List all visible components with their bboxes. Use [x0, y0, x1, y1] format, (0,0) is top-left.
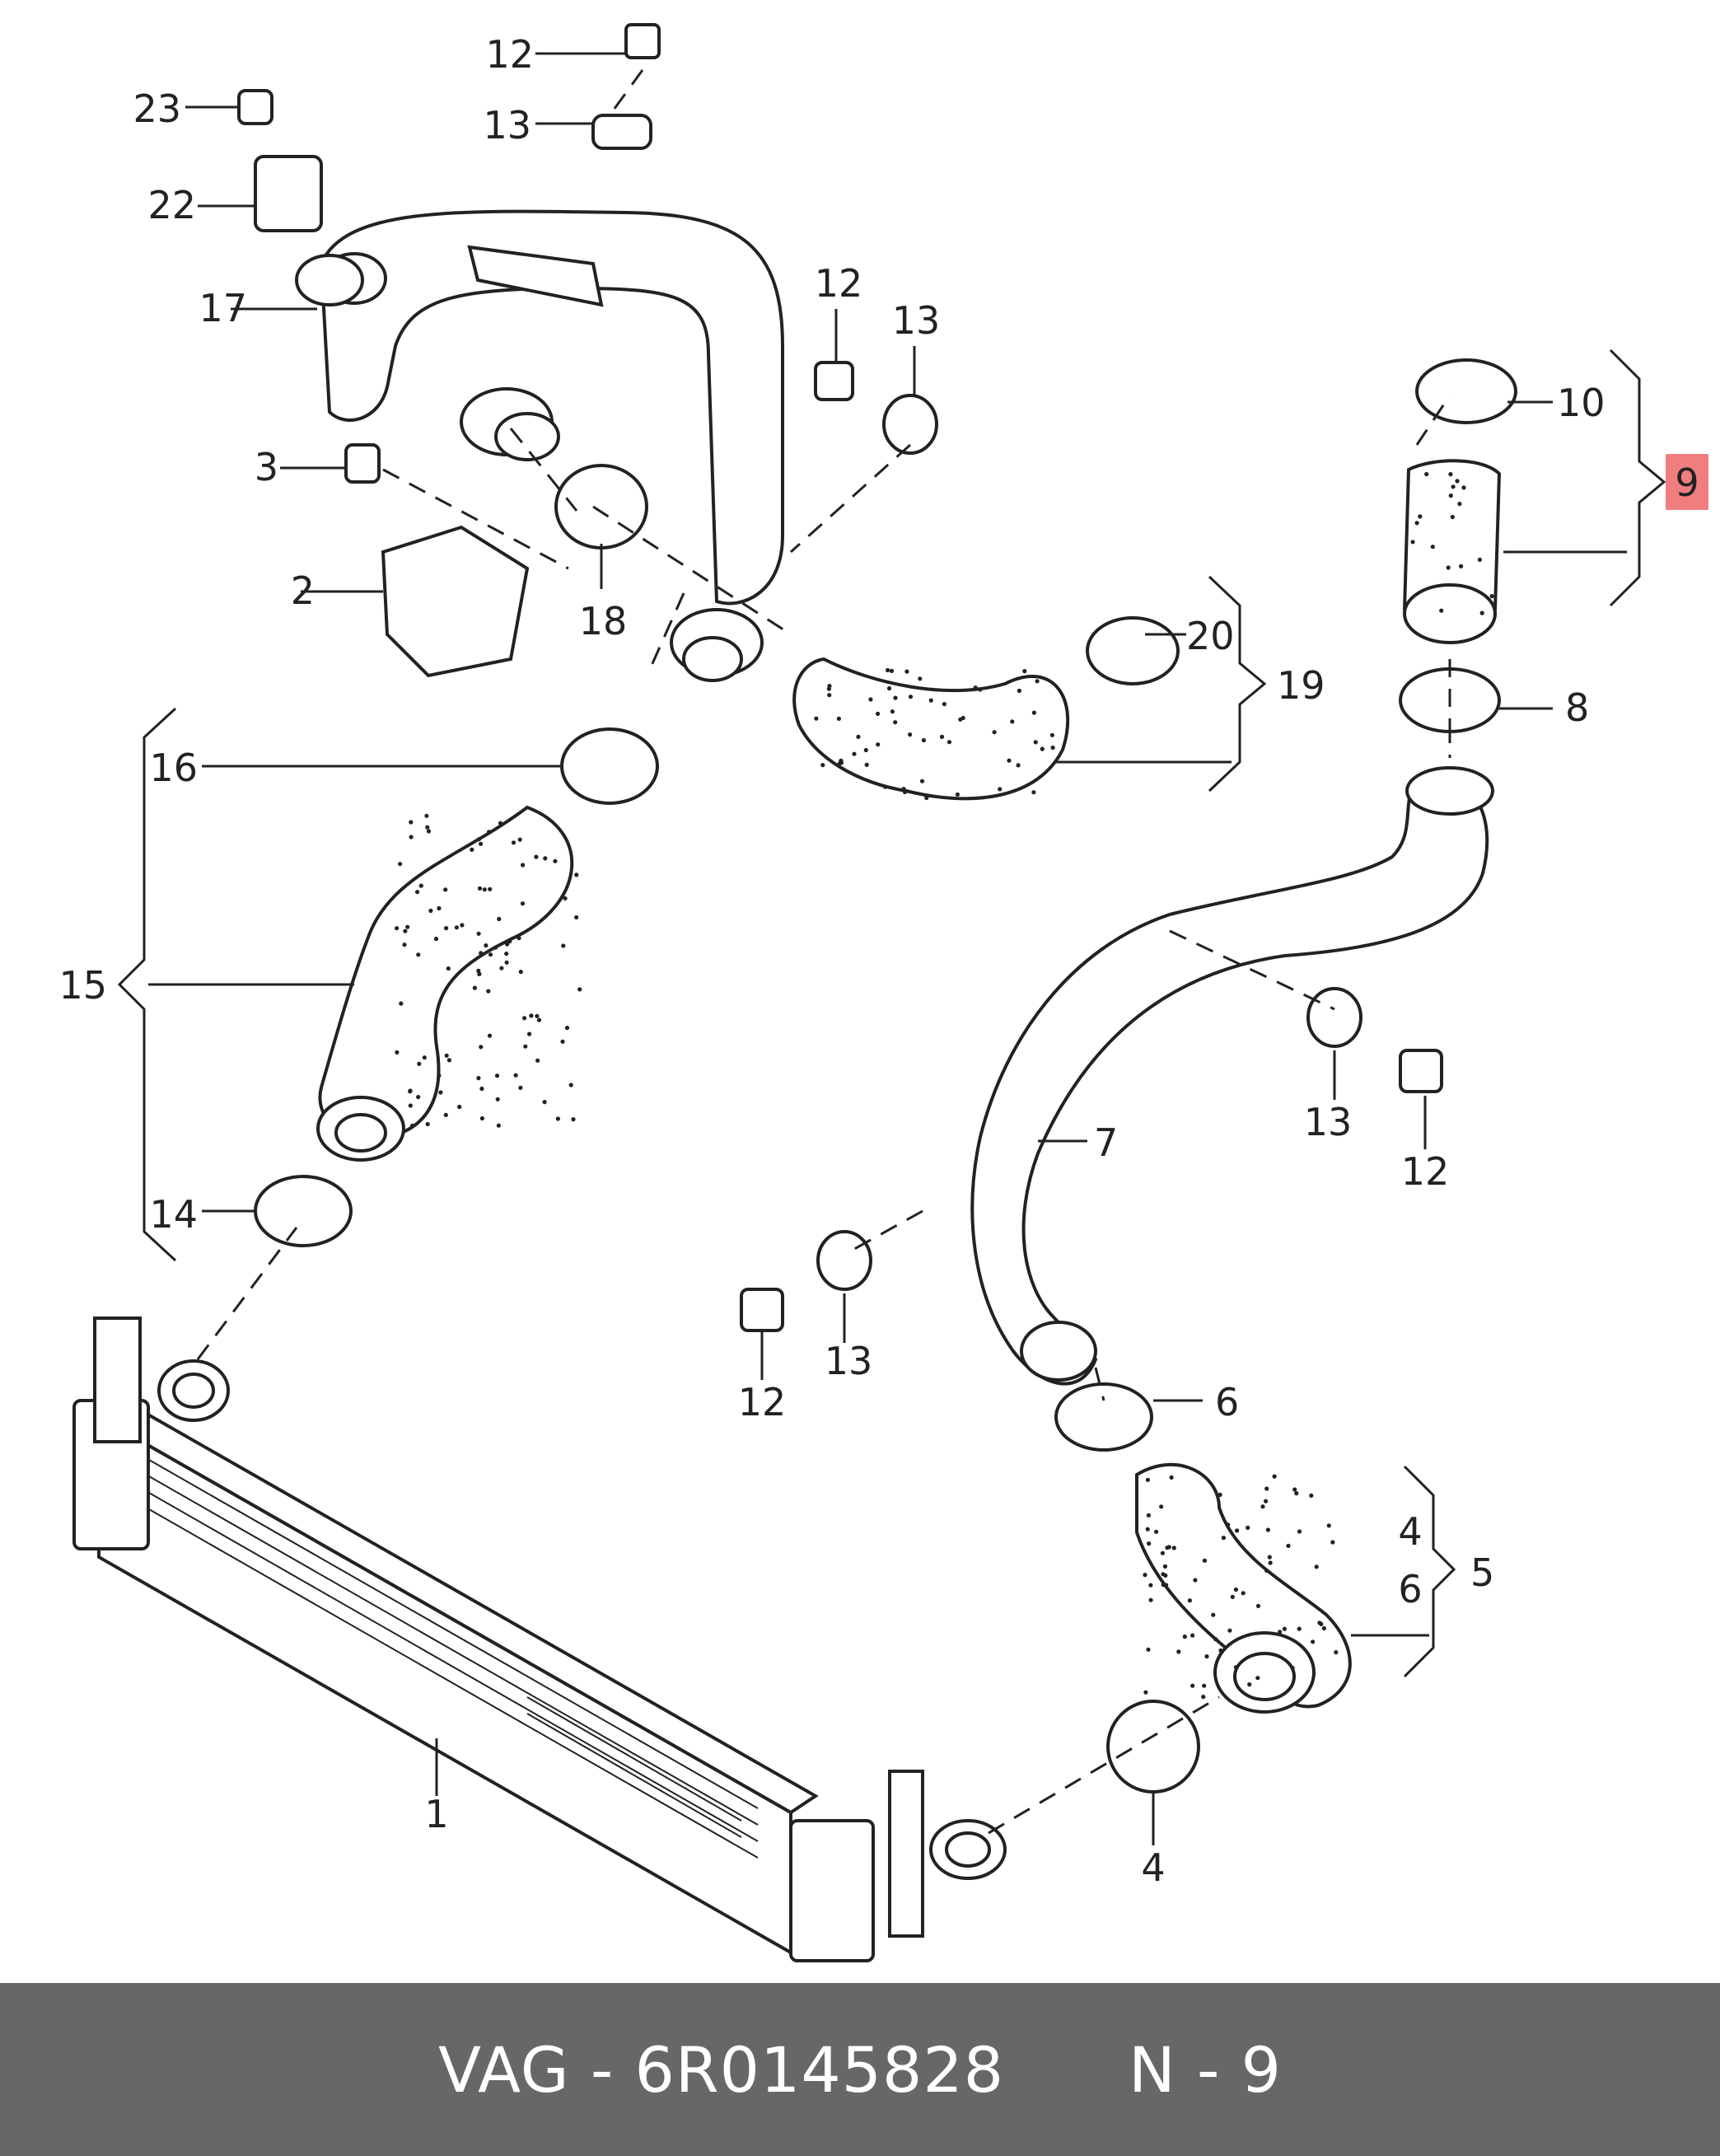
footer-part-number: 6R0145828: [634, 2032, 1005, 2107]
callout-13: 13: [483, 103, 531, 147]
callout-20: 20: [1186, 614, 1235, 658]
hose-19: [792, 657, 1070, 801]
callout-23: 23: [133, 87, 181, 131]
callout-3: 3: [255, 445, 278, 489]
callout-22: 22: [147, 183, 196, 227]
callout-1: 1: [424, 1792, 448, 1836]
callout-5: 5: [1470, 1550, 1494, 1595]
callout-14: 14: [149, 1192, 198, 1237]
callout-6-bracket: 6: [1398, 1567, 1422, 1611]
callout-4-bracket: 4: [1398, 1509, 1422, 1554]
callout-4: 4: [1141, 1845, 1165, 1890]
callout-6: 6: [1215, 1380, 1239, 1424]
highlight-box-part-9: [1666, 454, 1708, 510]
callout-labels: 12 13 23 22 17 3 2 18 12 13 10 9 20 19 8…: [58, 32, 1699, 1890]
upper-charge-pipe: [319, 209, 784, 682]
callout-16: 16: [149, 746, 198, 790]
part-number-footer: VAG - 6R0145828 N - 9: [0, 1983, 1720, 2156]
leader-lines: [117, 52, 1666, 1845]
callout-8: 8: [1565, 685, 1589, 730]
hose-texture: [395, 471, 1494, 1700]
fasteners: [237, 23, 1443, 1332]
callout-7: 7: [1094, 1120, 1118, 1165]
callout-18: 18: [579, 599, 628, 643]
footer-separator: -: [590, 2032, 615, 2107]
callout-12-d: 12: [738, 1380, 787, 1424]
callout-13-b: 13: [892, 298, 941, 343]
footer-brand: VAG: [437, 2032, 570, 2107]
hose-15: [316, 805, 574, 1162]
footer-position: N - 9: [1129, 2032, 1282, 2107]
callout-15: 15: [58, 963, 107, 1008]
pipe-7: [970, 766, 1494, 1386]
hose-5: [1135, 1462, 1352, 1714]
callout-10: 10: [1557, 381, 1605, 425]
callout-12: 12: [485, 32, 534, 77]
callout-19: 19: [1277, 663, 1325, 708]
callout-17: 17: [199, 286, 247, 330]
intercooler: [72, 1317, 1007, 1962]
callout-13-c: 13: [1304, 1100, 1353, 1144]
callout-9: 9: [1675, 461, 1699, 505]
callout-13-d: 13: [825, 1339, 873, 1383]
callout-12-b: 12: [815, 261, 863, 306]
callout-2: 2: [291, 568, 315, 613]
intercooler-hose-diagram: 12 13 23 22 17 3 2 18 12 13 10 9 20 19 8…: [58, 23, 1708, 1962]
callout-12-c: 12: [1401, 1149, 1450, 1194]
hose-9: [1402, 459, 1502, 644]
